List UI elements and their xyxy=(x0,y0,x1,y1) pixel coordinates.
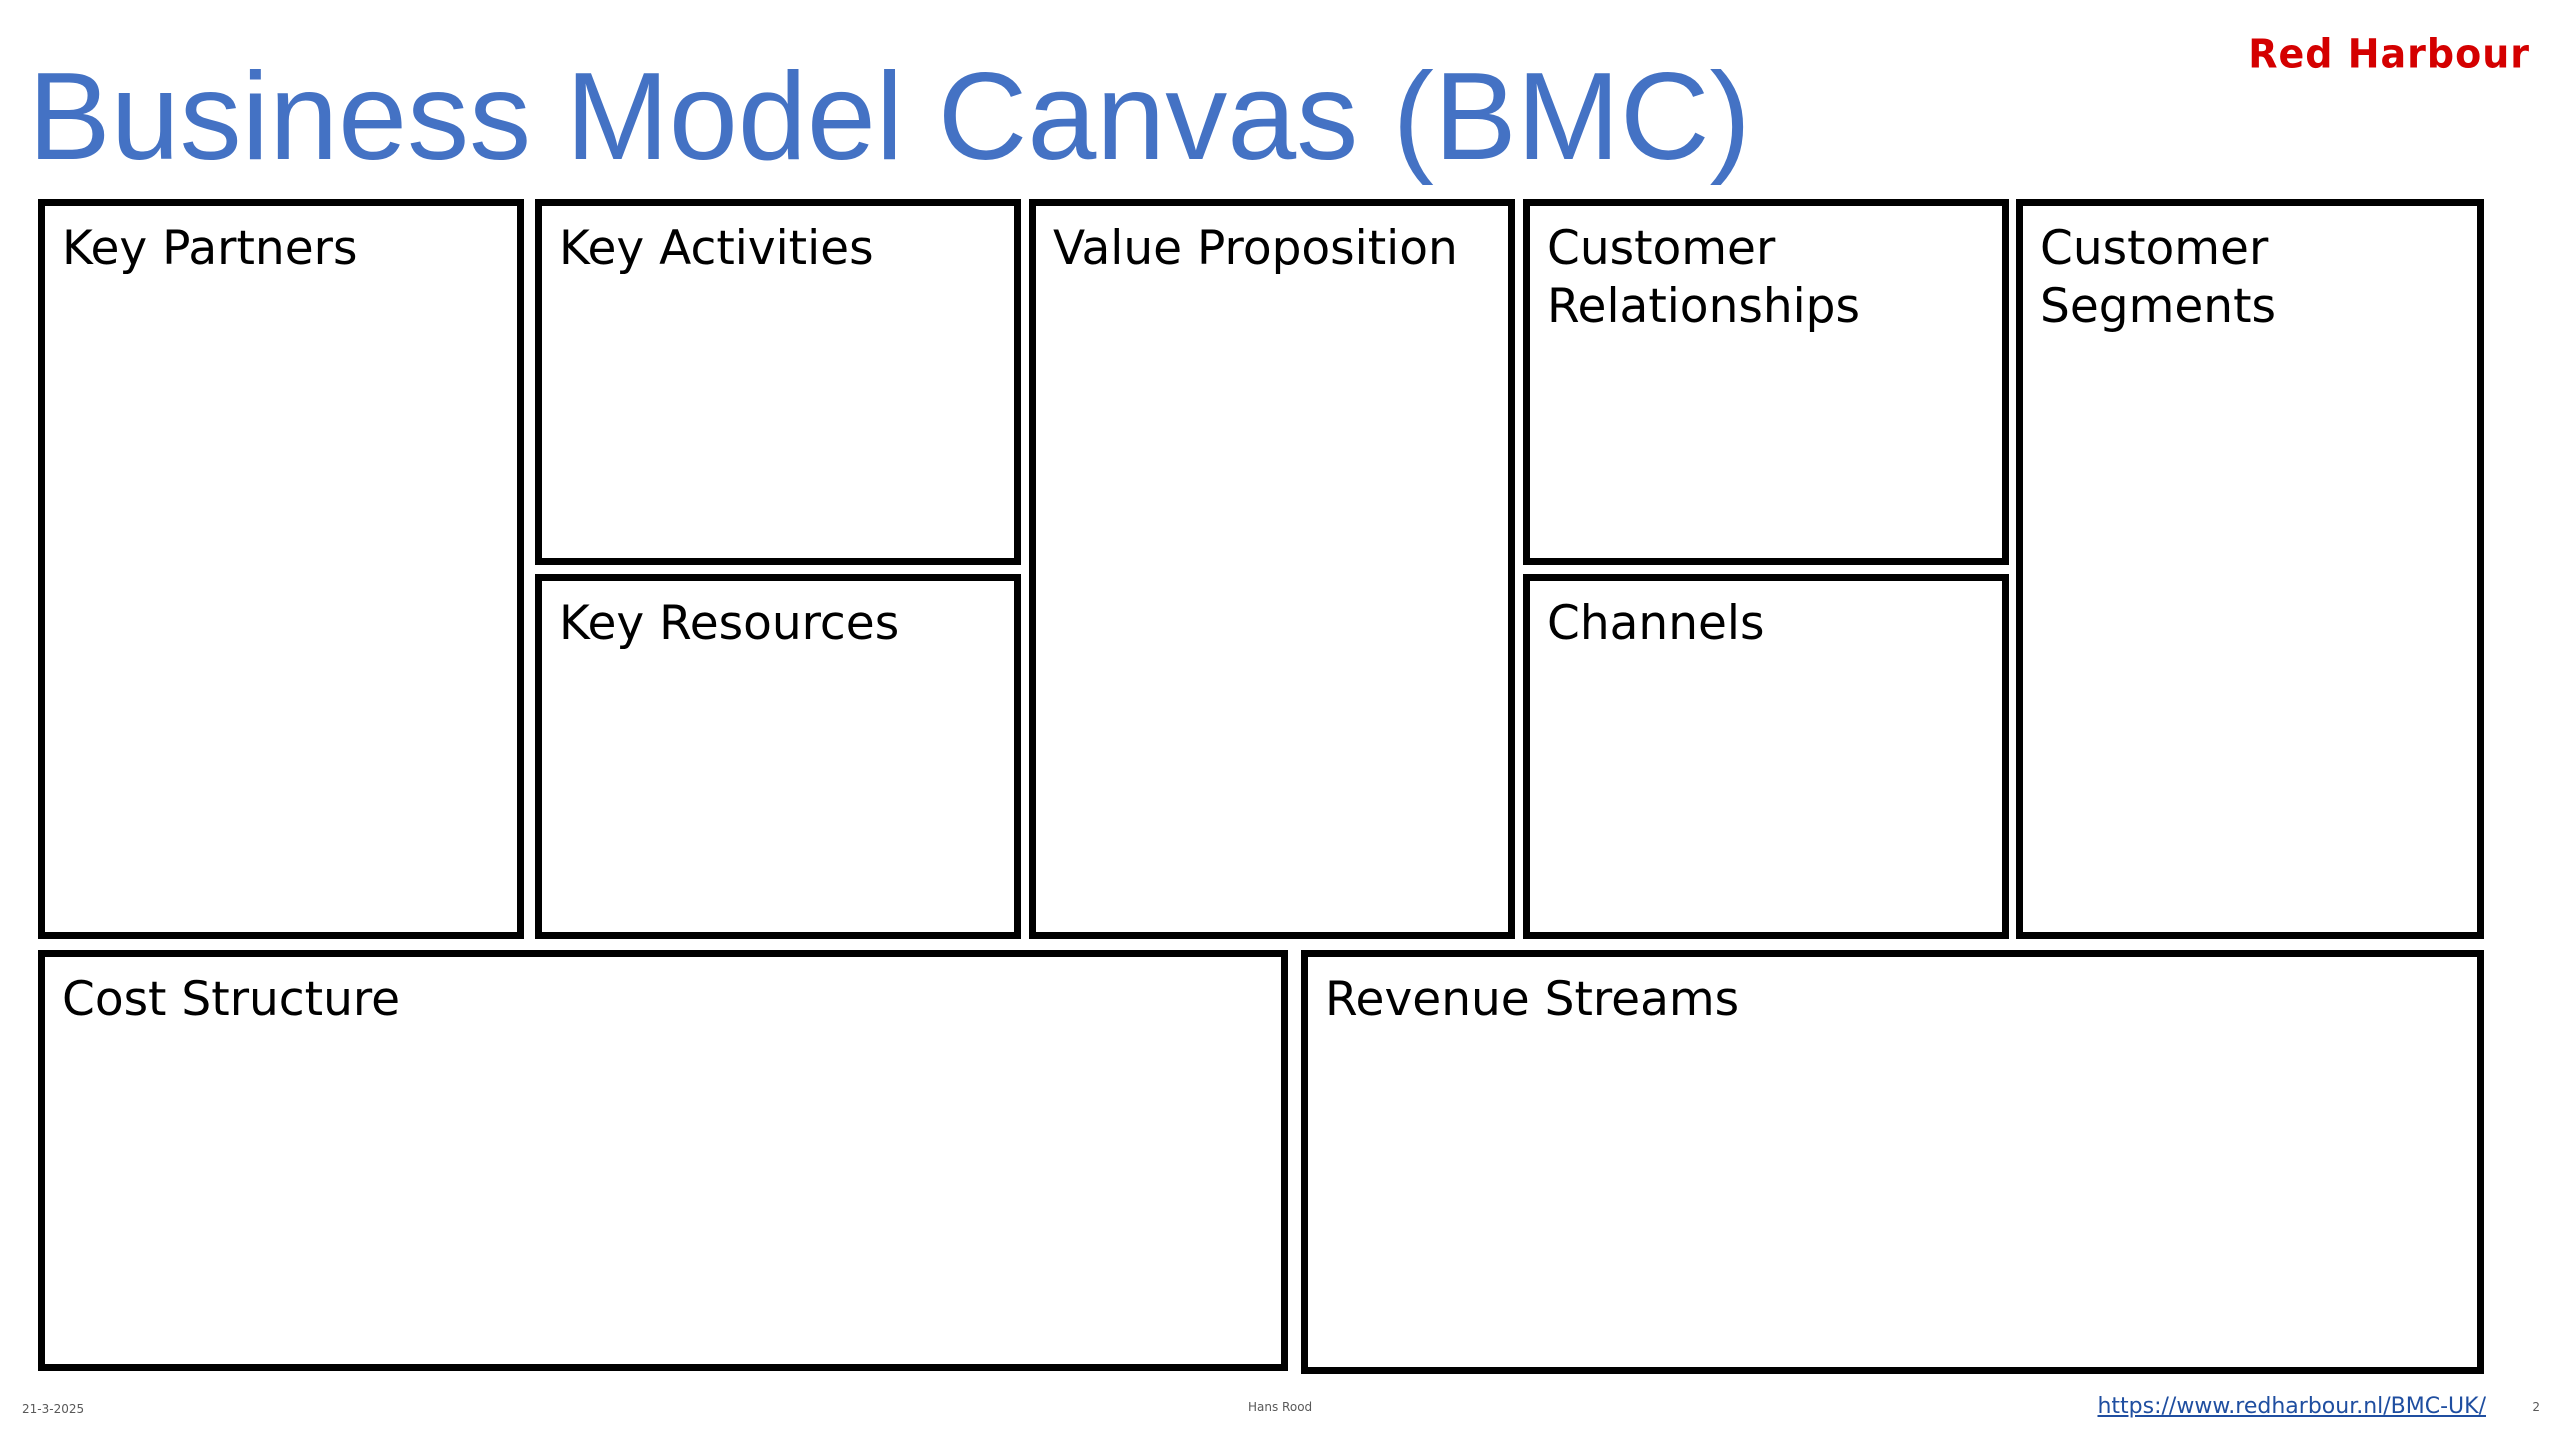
customer-segments-box[interactable]: Customer Segments xyxy=(2016,199,2484,939)
value-proposition-box[interactable]: Value Proposition xyxy=(1029,199,1515,939)
key-partners-label: Key Partners xyxy=(62,221,358,276)
customer-segments-label: Customer Segments xyxy=(2040,221,2276,334)
slide-title: Business Model Canvas (BMC) xyxy=(28,48,1751,186)
red-harbour-logo: Red Harbour xyxy=(2248,30,2530,78)
page-number: 2 xyxy=(2532,1400,2540,1414)
key-activities-box[interactable]: Key Activities xyxy=(535,199,1021,565)
key-resources-box[interactable]: Key Resources xyxy=(535,574,1021,939)
key-partners-box[interactable]: Key Partners xyxy=(38,199,524,939)
footer-link[interactable]: https://www.redharbour.nl/BMC-UK/ xyxy=(2097,1394,2486,1419)
revenue-streams-box[interactable]: Revenue Streams xyxy=(1301,950,2484,1374)
customer-relationships-box[interactable]: Customer Relationships xyxy=(1523,199,2009,565)
channels-box[interactable]: Channels xyxy=(1523,574,2009,939)
key-resources-label: Key Resources xyxy=(559,596,900,651)
revenue-streams-label: Revenue Streams xyxy=(1325,972,1740,1027)
cost-structure-label: Cost Structure xyxy=(62,972,401,1027)
channels-label: Channels xyxy=(1547,596,1765,651)
value-proposition-label: Value Proposition xyxy=(1053,221,1458,276)
footer-author: Hans Rood xyxy=(1248,1400,1313,1414)
key-activities-label: Key Activities xyxy=(559,221,874,276)
cost-structure-box[interactable]: Cost Structure xyxy=(38,950,1288,1371)
customer-relationships-label: Customer Relationships xyxy=(1547,221,1861,334)
footer-date: 21-3-2025 xyxy=(22,1402,85,1416)
